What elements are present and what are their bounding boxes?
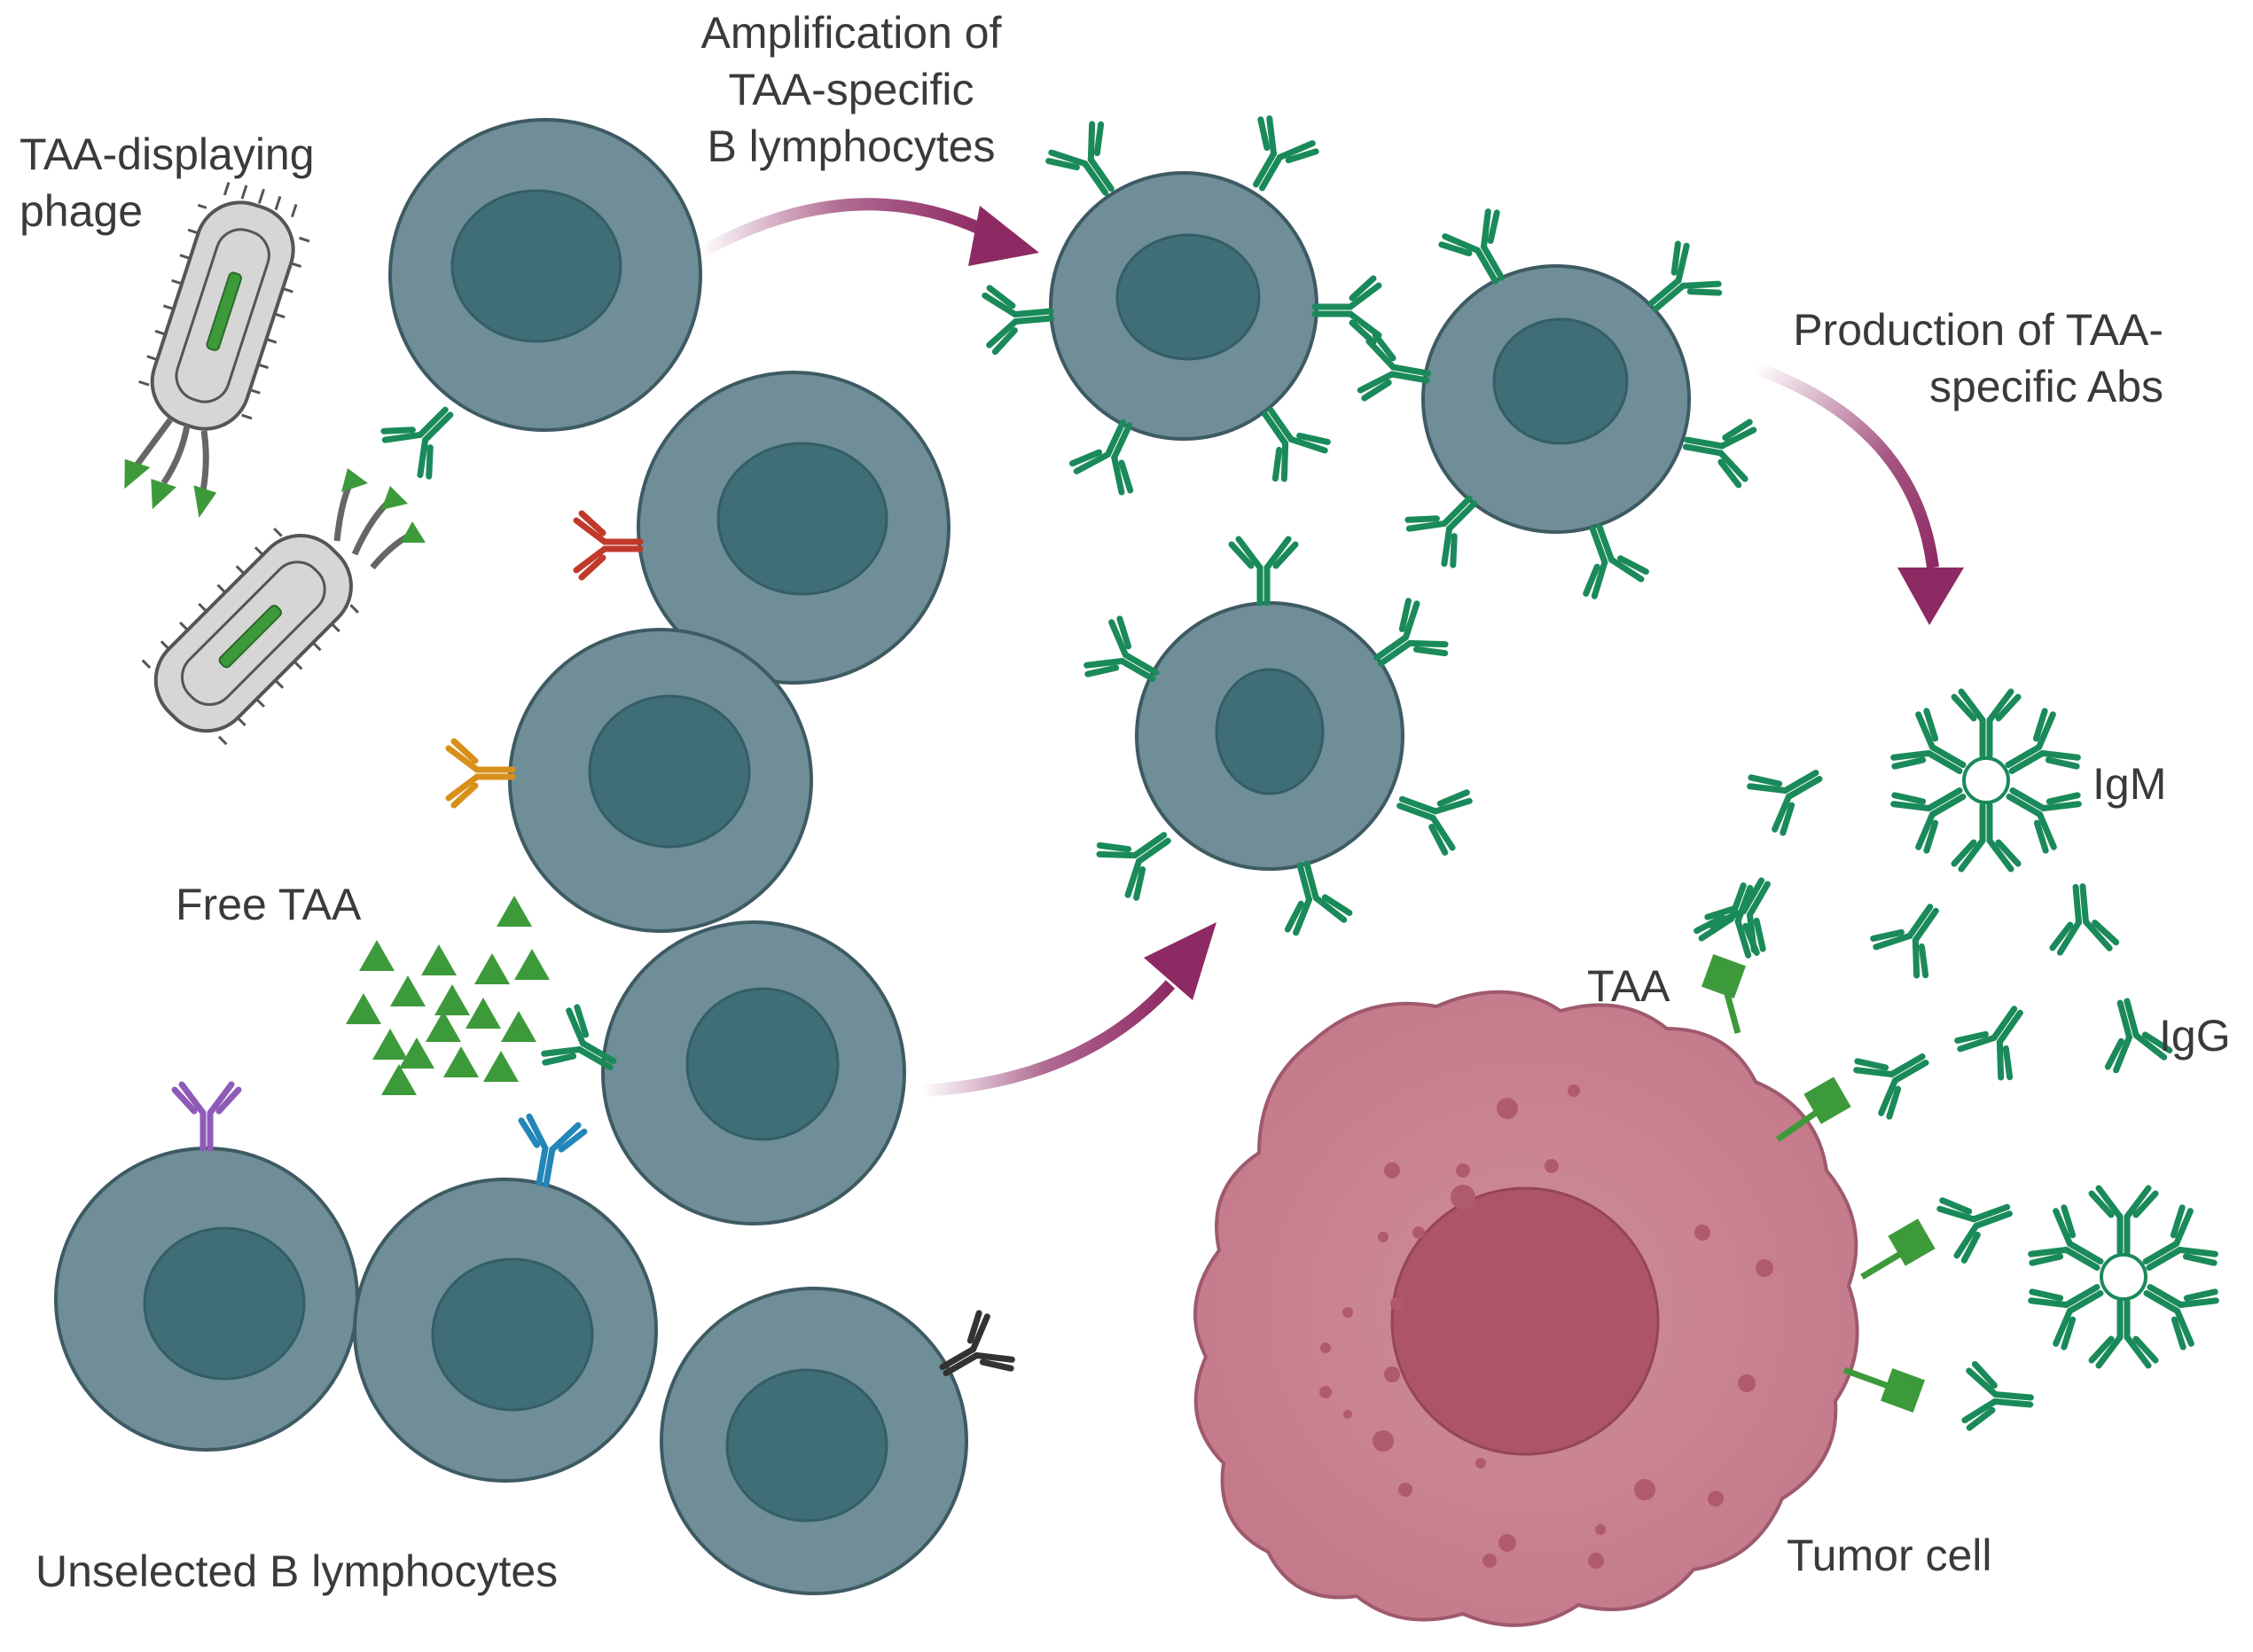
tumor-cell	[1193, 990, 1859, 1627]
b-lymphocyte-selected-top	[380, 118, 702, 480]
igm-pentamer-top	[1890, 692, 2083, 869]
b-lymphocyte-selected-bottom	[541, 920, 906, 1225]
phage-label: TAA-displaying phage	[20, 126, 315, 239]
phage-label-line1: TAA-displaying	[20, 129, 315, 179]
bound-phage-icon	[141, 527, 360, 746]
amplified-b-lymphocyte-2	[1359, 208, 1755, 599]
phage-tail-fibers	[333, 468, 426, 570]
igm-pentamer-bottom	[2028, 1188, 2220, 1366]
arrow-production	[1753, 362, 1964, 625]
igm-label: IgM	[2093, 759, 2167, 809]
arrow-selected-cell-to-amplified	[921, 922, 1216, 1097]
b-lymphocyte-red	[576, 371, 950, 685]
phage-icon	[124, 182, 310, 518]
amplification-label-line1: Amplification of	[700, 8, 1002, 58]
production-label: Production of TAA- specific Abs	[1711, 301, 2163, 415]
amplification-label-line3: B lymphocytes	[707, 121, 996, 171]
free-taa-antigens	[346, 896, 550, 1095]
phage-label-line2: phage	[20, 186, 144, 236]
b-lymphocyte-purple	[54, 1084, 359, 1452]
amplified-b-lymphocyte-1	[984, 115, 1379, 496]
b-lymphocyte-black	[660, 1287, 1015, 1595]
production-label-line1: Production of TAA-	[1793, 305, 2163, 355]
arrow-amplification	[697, 198, 1039, 266]
amplification-label: Amplification of TAA-specific B lymphocy…	[647, 4, 1055, 175]
amplification-label-line2: TAA-specific	[728, 65, 974, 114]
b-lymphocyte-orange	[449, 628, 813, 933]
tumor-cell-label: Tumor cell	[1787, 1531, 1992, 1580]
free-taa-label: Free TAA	[176, 880, 362, 929]
taa-label: TAA	[1587, 961, 1670, 1011]
production-label-line2: specific Abs	[1928, 362, 2163, 411]
membrane-taa	[1701, 954, 1936, 1413]
igg-label: IgG	[2159, 1011, 2231, 1061]
amplified-b-lymphocyte-3	[1083, 539, 1472, 935]
unselected-label: Unselected B lymphocytes	[35, 1546, 559, 1596]
b-lymphocyte-blue	[353, 1116, 658, 1483]
